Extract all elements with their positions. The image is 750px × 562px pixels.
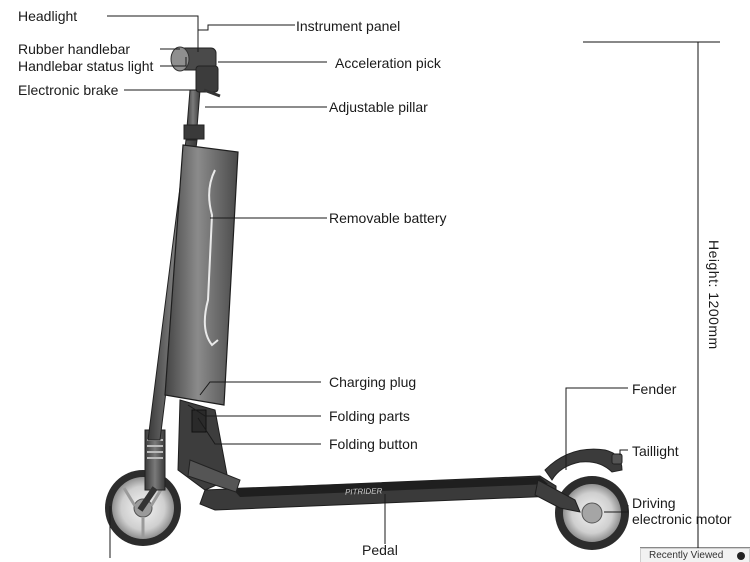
label-charging-plug: Charging plug	[329, 374, 417, 390]
deck-brand-mark: PITRIDER	[345, 486, 383, 496]
label-rubber-handlebar: Rubber handlebar	[18, 41, 131, 57]
leader-instrument-panel	[198, 24, 295, 31]
leader-driving-motor	[604, 505, 629, 513]
folding-mechanism	[177, 399, 241, 493]
label-instrument-panel: Instrument panel	[296, 18, 401, 34]
label-handlebar-status-light: Handlebar status light	[18, 58, 154, 74]
taillight	[611, 453, 623, 465]
front-fork	[137, 429, 166, 512]
label-pedal: Pedal	[362, 542, 398, 558]
leader-folding-button	[197, 417, 321, 445]
recently-viewed-icon	[737, 552, 745, 560]
recently-viewed-label: Recently Viewed	[649, 550, 724, 561]
label-folding-parts: Folding parts	[329, 408, 410, 424]
handlebar	[170, 46, 221, 98]
leader-lines	[107, 15, 629, 558]
leader-taillight	[619, 449, 628, 455]
label-electronic-brake: Electronic brake	[18, 82, 119, 98]
label-adjustable-pillar: Adjustable pillar	[329, 99, 428, 115]
height-label: Height: 1200mm	[706, 240, 722, 350]
leader-folding-parts	[187, 404, 321, 417]
label-acceleration-pick: Acceleration pick	[335, 55, 441, 71]
leader-charging-plug	[199, 381, 321, 396]
leader-headlight	[107, 15, 199, 52]
leader-status-light	[160, 57, 187, 67]
label-taillight: Taillight	[632, 443, 679, 459]
label-driving-motor-line1: Driving	[632, 495, 676, 511]
label-driving-motor-line2: electronic motor	[632, 511, 732, 527]
rear-arm	[534, 479, 581, 513]
deck: PITRIDER	[199, 475, 557, 511]
battery	[164, 144, 239, 406]
leader-fender	[565, 387, 628, 470]
recently-viewed-tab[interactable]: Recently Viewed	[640, 548, 750, 562]
rear-wheel	[555, 476, 629, 550]
label-folding-button: Folding button	[329, 436, 418, 452]
rear-fender	[544, 448, 623, 481]
label-removable-battery: Removable battery	[329, 210, 447, 226]
label-headlight: Headlight	[18, 8, 78, 24]
label-fender: Fender	[632, 381, 677, 397]
